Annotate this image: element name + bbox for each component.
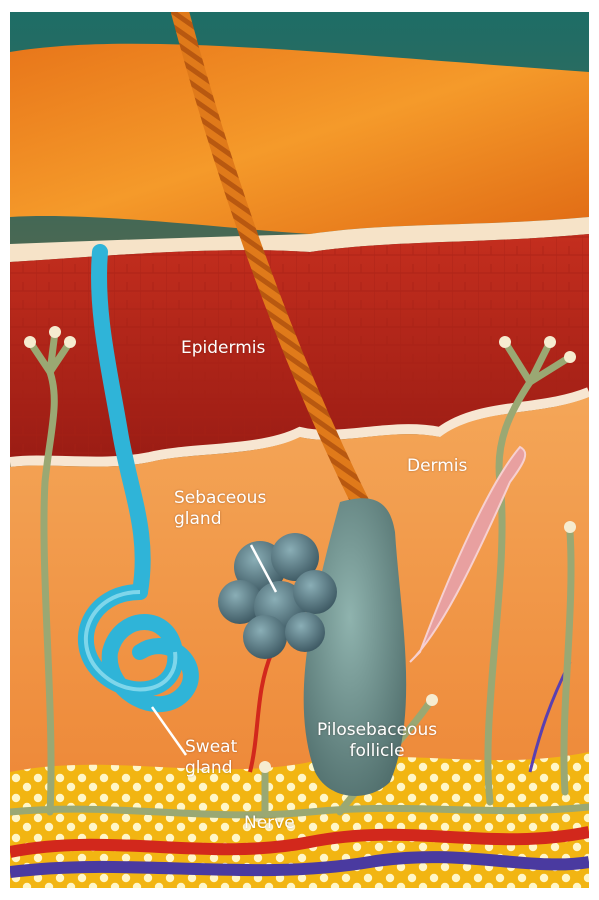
label-dermis: Dermis [407, 456, 467, 477]
label-sweat-line2: gland [185, 758, 237, 779]
label-nerve: Nerve [244, 813, 295, 834]
label-pilosebaceous-line2: follicle [317, 741, 437, 762]
label-sweat-line1: Sweat [185, 737, 237, 758]
label-pilosebaceous-line1: Pilosebaceous [317, 720, 437, 741]
skin-cross-section-illustration [10, 12, 589, 888]
label-sweat-gland: Sweat gland [185, 737, 237, 779]
label-sebaceous-line2: gland [174, 509, 266, 530]
skin-surface [10, 44, 589, 234]
label-sebaceous-gland: Sebaceous gland [174, 488, 266, 530]
skin-diagram-svg [10, 12, 589, 888]
label-sebaceous-line1: Sebaceous [174, 488, 266, 509]
label-pilosebaceous-follicle: Pilosebaceous follicle [317, 720, 437, 762]
label-epidermis: Epidermis [181, 338, 265, 359]
